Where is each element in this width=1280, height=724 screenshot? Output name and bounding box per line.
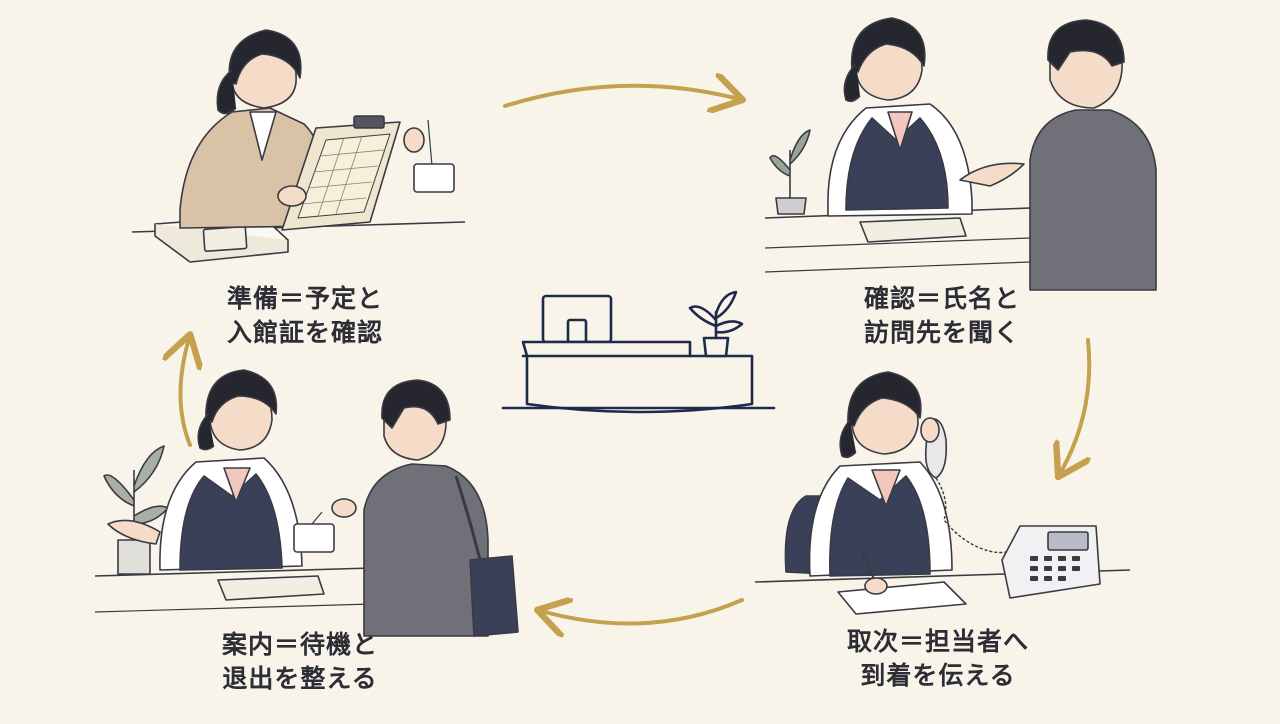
step-caption-guide: 案内＝待機と 退出を整える	[200, 628, 400, 696]
step-caption-line: 案内＝待機と	[221, 630, 378, 659]
step-caption-line: 訪問先を聞く	[863, 318, 1020, 347]
potted-plant-icon	[769, 129, 811, 215]
reception-desk-icon	[501, 290, 776, 414]
scene-confirm	[764, 17, 1157, 291]
step-caption-line: 準備＝予定と	[226, 284, 383, 313]
badge-icon	[413, 119, 455, 193]
scene-prepare	[131, 29, 466, 263]
scene-guide	[94, 369, 519, 637]
step-caption-confirm: 確認＝氏名と 訪問先を聞く	[842, 282, 1042, 350]
step-caption-prepare: 準備＝予定と 入館証を確認	[205, 282, 405, 350]
step-caption-relay: 取次＝担当者へ 到着を伝える	[818, 625, 1058, 693]
potted-plant-icon	[103, 445, 169, 575]
potted-plant-icon	[688, 290, 744, 358]
step-caption-line: 到着を伝える	[860, 661, 1016, 690]
scene-relay	[754, 371, 1131, 615]
step-caption-line: 取次＝担当者へ	[846, 627, 1029, 656]
step-caption-line: 退出を整える	[222, 664, 378, 693]
clipboard-icon	[281, 115, 401, 231]
cycle-arrow-left	[180, 342, 190, 447]
telephone-icon	[1001, 525, 1101, 599]
badge-icon	[293, 511, 335, 553]
step-caption-line: 確認＝氏名と	[863, 284, 1020, 313]
step-caption-line: 入館証を確認	[226, 318, 383, 347]
cycle-arrow-bottom	[545, 600, 744, 624]
cycle-arrow-top	[503, 86, 735, 106]
cycle-arrow-right	[1062, 338, 1092, 470]
